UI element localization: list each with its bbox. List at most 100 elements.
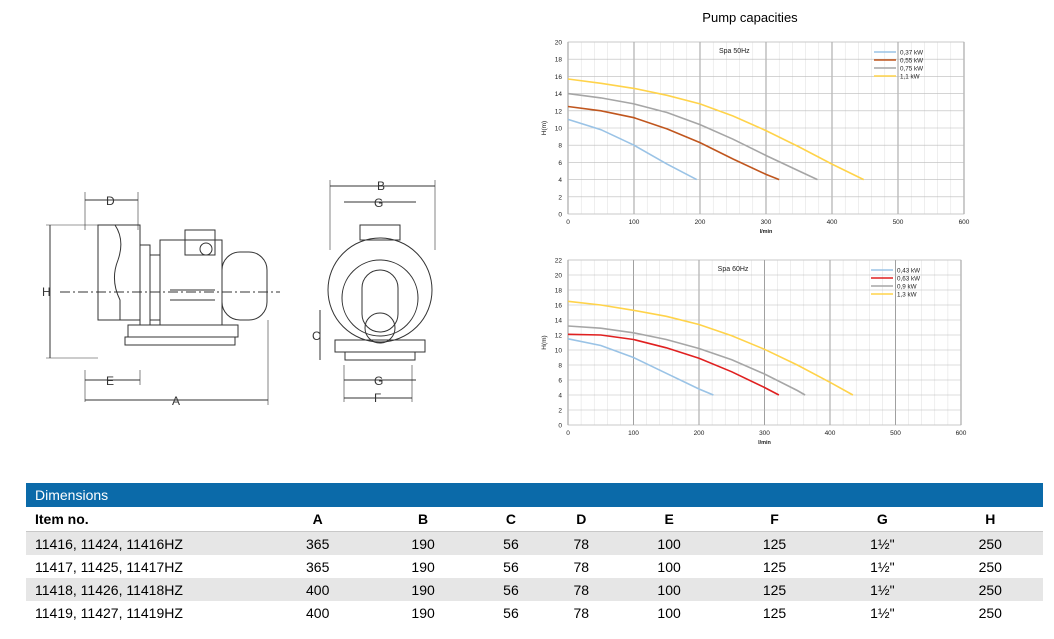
cell-e: 100 [616,601,722,624]
cell-a: 365 [265,531,371,555]
dimensions-heading: Dimensions [26,483,1043,507]
col-header-e: E [616,507,722,532]
cell-b: 190 [370,555,476,578]
y-tick-label: 2 [558,194,562,201]
x-tick-label: 600 [956,430,967,437]
series-line [567,325,806,396]
cell-g: 1½" [827,531,938,555]
cell-f: 125 [721,601,828,624]
legend-label: 1,3 kW [897,291,917,298]
y-tick-label: 14 [555,91,563,98]
table-row: 11416, 11424, 11416HZ 365 190 56 78 100 … [26,531,1043,555]
col-header-b: B [370,507,476,532]
cell-h: 250 [937,555,1043,578]
dim-label-c: C [312,329,321,343]
flange-side [139,244,151,326]
cell-item: 11417, 11425, 11417HZ [26,555,265,578]
x-tick-label: 500 [890,430,901,437]
y-tick-label: 20 [555,273,563,280]
col-header-f: F [721,507,828,532]
y-tick-label: 8 [558,363,562,370]
legend-label: 1,1 kW [900,73,920,80]
y-tick-label: 16 [555,303,563,310]
cell-item: 11419, 11427, 11419HZ [26,601,265,624]
x-tick-label: 600 [959,219,970,226]
dim-label-a: A [172,394,180,408]
dim-label-g-bottom: G [374,374,383,388]
x-tick-label: 0 [566,430,570,437]
cell-e: 100 [616,531,722,555]
x-axis-label: l/min [760,229,773,235]
cell-a: 365 [265,555,371,578]
dim-label-g-top: G [374,196,383,210]
y-axis-label: H(m) [541,121,548,135]
cell-h: 250 [937,578,1043,601]
charts-title: Pump capacities [702,10,798,25]
cell-g: 1½" [827,555,938,578]
cell-e: 100 [616,555,722,578]
series-line [567,300,854,396]
legend-label: 0,55 kW [900,57,923,64]
y-tick-label: 18 [555,57,563,64]
x-axis-label: l/min [758,440,771,446]
y-tick-label: 0 [558,212,562,219]
legend-label: 0,9 kW [897,283,917,290]
cell-f: 125 [721,531,828,555]
dim-label-b: B [377,179,385,193]
x-tick-label: 200 [694,430,705,437]
y-tick-label: 18 [555,288,563,295]
cell-b: 190 [370,601,476,624]
x-tick-label: 300 [759,430,770,437]
cell-h: 250 [937,531,1043,555]
pump-technical-drawing: H D E A B G C G F [42,179,436,408]
y-tick-label: 10 [555,126,563,133]
motor-body [159,239,223,326]
series-line [567,105,780,181]
x-tick-label: 100 [629,219,640,226]
pump-housing-side [97,224,141,321]
terminal-box [184,229,216,256]
cell-h: 250 [937,601,1043,624]
table-header-row: Item no. A B C D E F G H [26,507,1043,532]
chart-title: Spa 60Hz [718,266,749,273]
y-tick-label: 10 [555,348,563,355]
cell-c: 56 [475,601,547,624]
table-row: 11419, 11427, 11419HZ 400 190 56 78 100 … [26,601,1043,624]
col-header-g: G [827,507,938,532]
cell-d: 78 [546,531,617,555]
y-tick-label: 0 [558,423,562,430]
dim-label-e: E [106,374,114,388]
cell-d: 78 [546,578,617,601]
y-tick-label: 16 [555,74,563,81]
cell-c: 56 [475,578,547,601]
series-line [567,333,780,396]
y-tick-label: 6 [558,378,562,385]
volute-front [327,237,433,343]
cell-g: 1½" [827,578,938,601]
dim-label-f: F [374,391,381,405]
y-tick-label: 22 [555,258,563,265]
cell-g: 1½" [827,601,938,624]
cell-b: 190 [370,531,476,555]
series-line [567,78,865,181]
series-line [567,118,698,181]
cell-f: 125 [721,555,828,578]
legend-label: 0,75 kW [900,65,923,72]
x-tick-label: 400 [827,219,838,226]
cell-a: 400 [265,578,371,601]
motor-end-cap [221,251,268,321]
x-tick-label: 300 [761,219,772,226]
legend-label: 0,37 kW [900,49,923,56]
x-tick-label: 100 [628,430,639,437]
table-row: 11418, 11426, 11418HZ 400 190 56 78 100 … [26,578,1043,601]
cell-c: 56 [475,555,547,578]
series-line [567,92,818,181]
y-tick-label: 20 [555,40,563,47]
col-header-h: H [937,507,1043,532]
series-line [567,338,714,396]
y-tick-label: 12 [555,333,563,340]
y-tick-label: 14 [555,318,563,325]
cell-item: 11418, 11426, 11418HZ [26,578,265,601]
chart-title: Spa 50Hz [719,48,750,55]
